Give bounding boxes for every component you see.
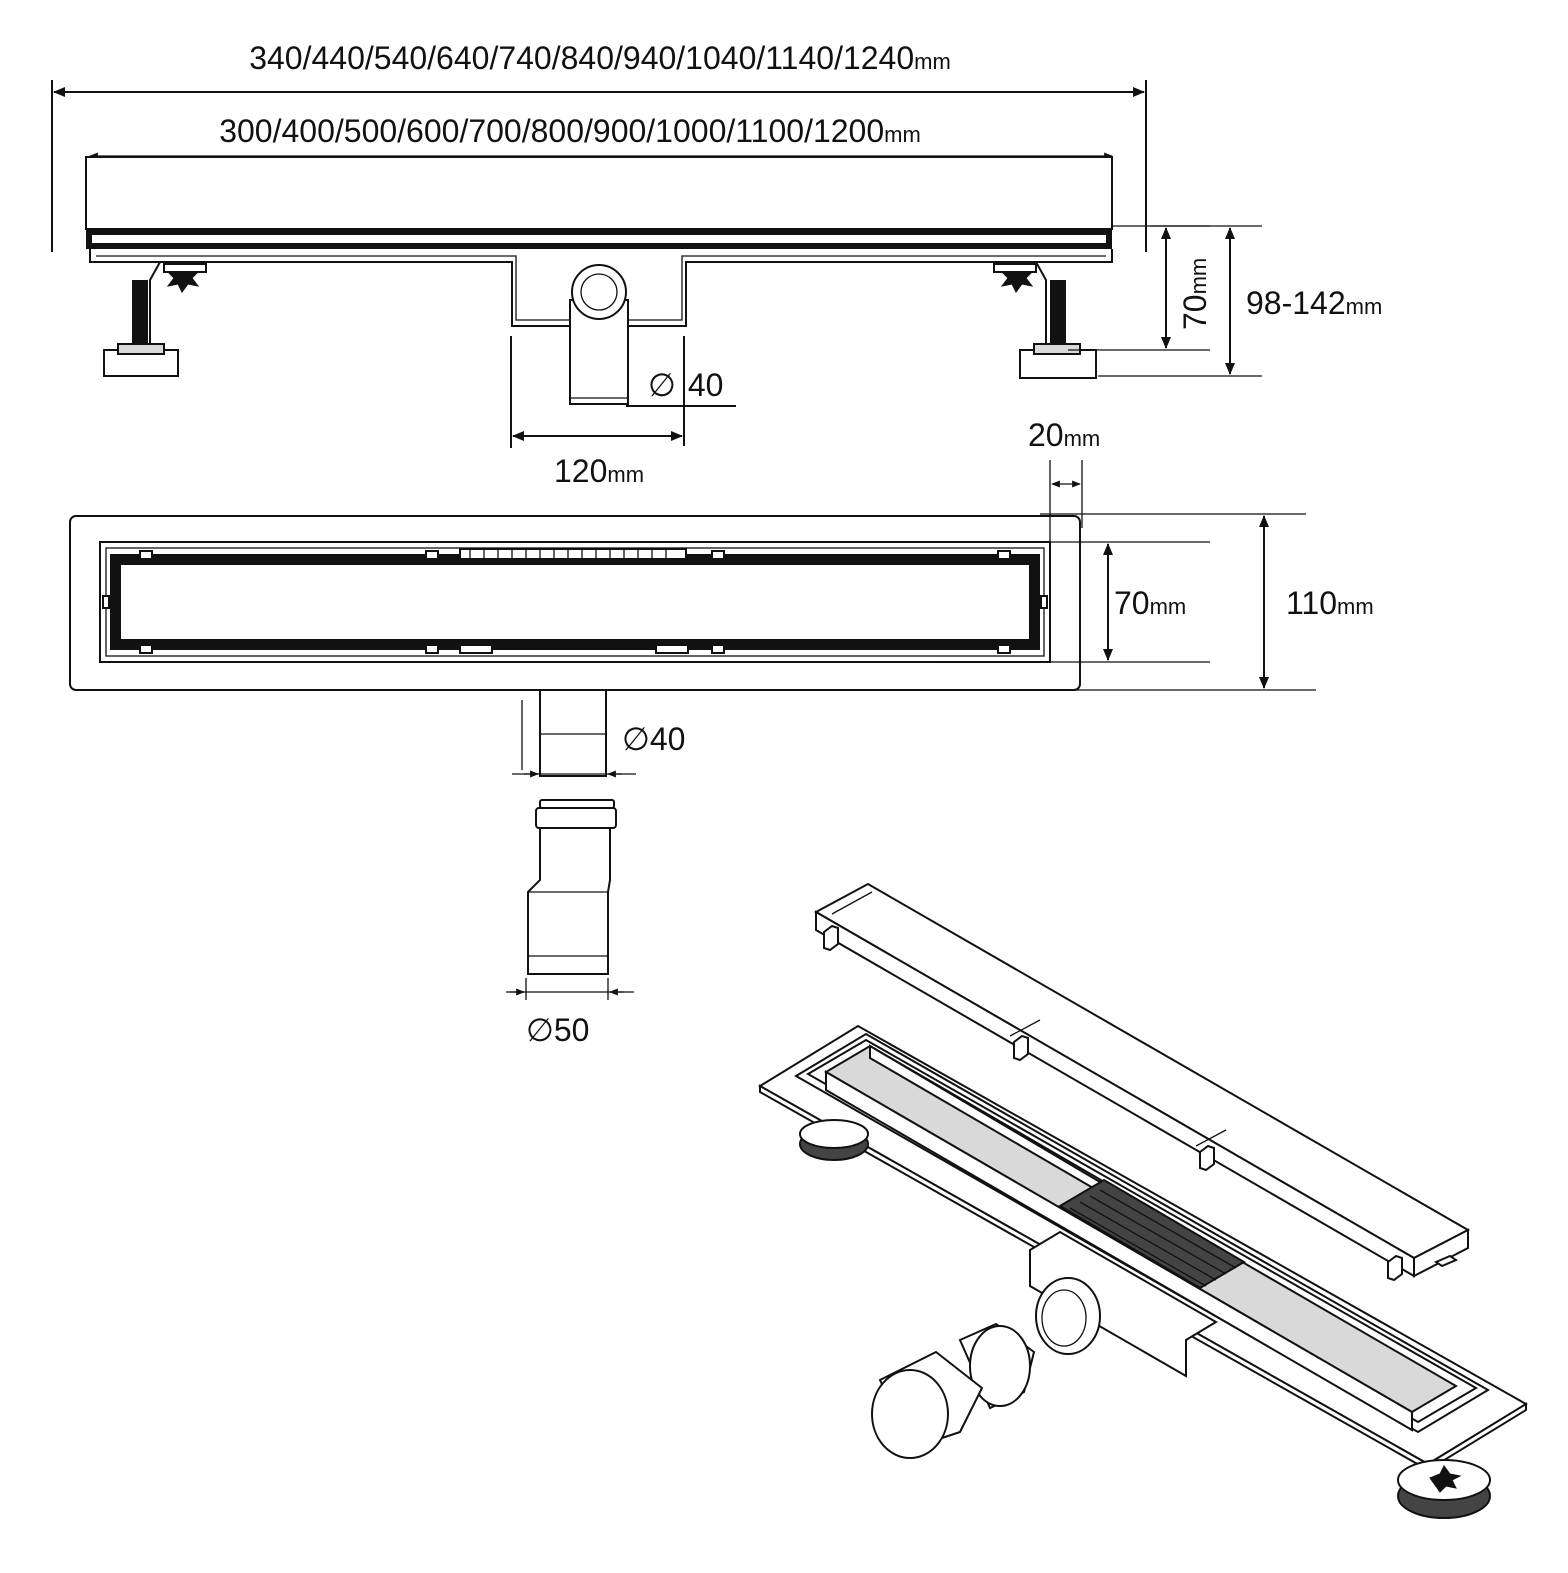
channel-length-label: 300/400/500/600/700/800/900/1000/1100/12…: [219, 113, 921, 149]
overall-length-label: 340/440/540/640/740/840/940/1040/1140/12…: [249, 40, 951, 76]
pipe-adapter: ∅50: [506, 799, 634, 1048]
overall-width-label: 110mm: [1286, 585, 1374, 621]
flange-width-label: 20mm: [1028, 417, 1100, 453]
outlet-pipe-end: [571, 264, 627, 320]
adapter-diameter-label: ∅50: [526, 1012, 589, 1048]
iso-left-foot: [799, 1119, 869, 1161]
iso-grate-cover: [813, 882, 1471, 1282]
iso-right-foot: [1397, 1459, 1491, 1519]
top-outlet-pipe: [539, 689, 607, 777]
channel-width-label: 70mm: [1114, 585, 1186, 621]
top-outlet-diameter-label: ∅40: [622, 721, 685, 757]
outlet-box-width-label: 120mm: [554, 453, 644, 489]
adjustable-height-label: 98-142mm: [1246, 285, 1382, 321]
iso-adapter-end: [871, 1369, 949, 1459]
grate-cover: [85, 156, 1113, 230]
top-view: 20mm 70mm 110mm ∅40: [69, 417, 1374, 778]
iso-strainer: [1058, 1178, 1246, 1290]
hair-strainer: [459, 548, 687, 560]
right-adjustable-foot: [993, 261, 1097, 379]
top-channel-outline: [99, 541, 1051, 663]
left-adjustable-foot: [103, 261, 207, 377]
grate-top: [119, 563, 1031, 641]
body-height-label: 70mm: [1177, 258, 1213, 330]
iso-outlet-box: [1029, 1230, 1218, 1378]
isometric-view: [758, 882, 1528, 1519]
side-outlet-diameter-label: ∅40: [648, 367, 723, 403]
side-view: 340/440/540/640/740/840/940/1040/1140/12…: [51, 40, 1382, 489]
iso-outlet-pipe: [1035, 1277, 1101, 1355]
